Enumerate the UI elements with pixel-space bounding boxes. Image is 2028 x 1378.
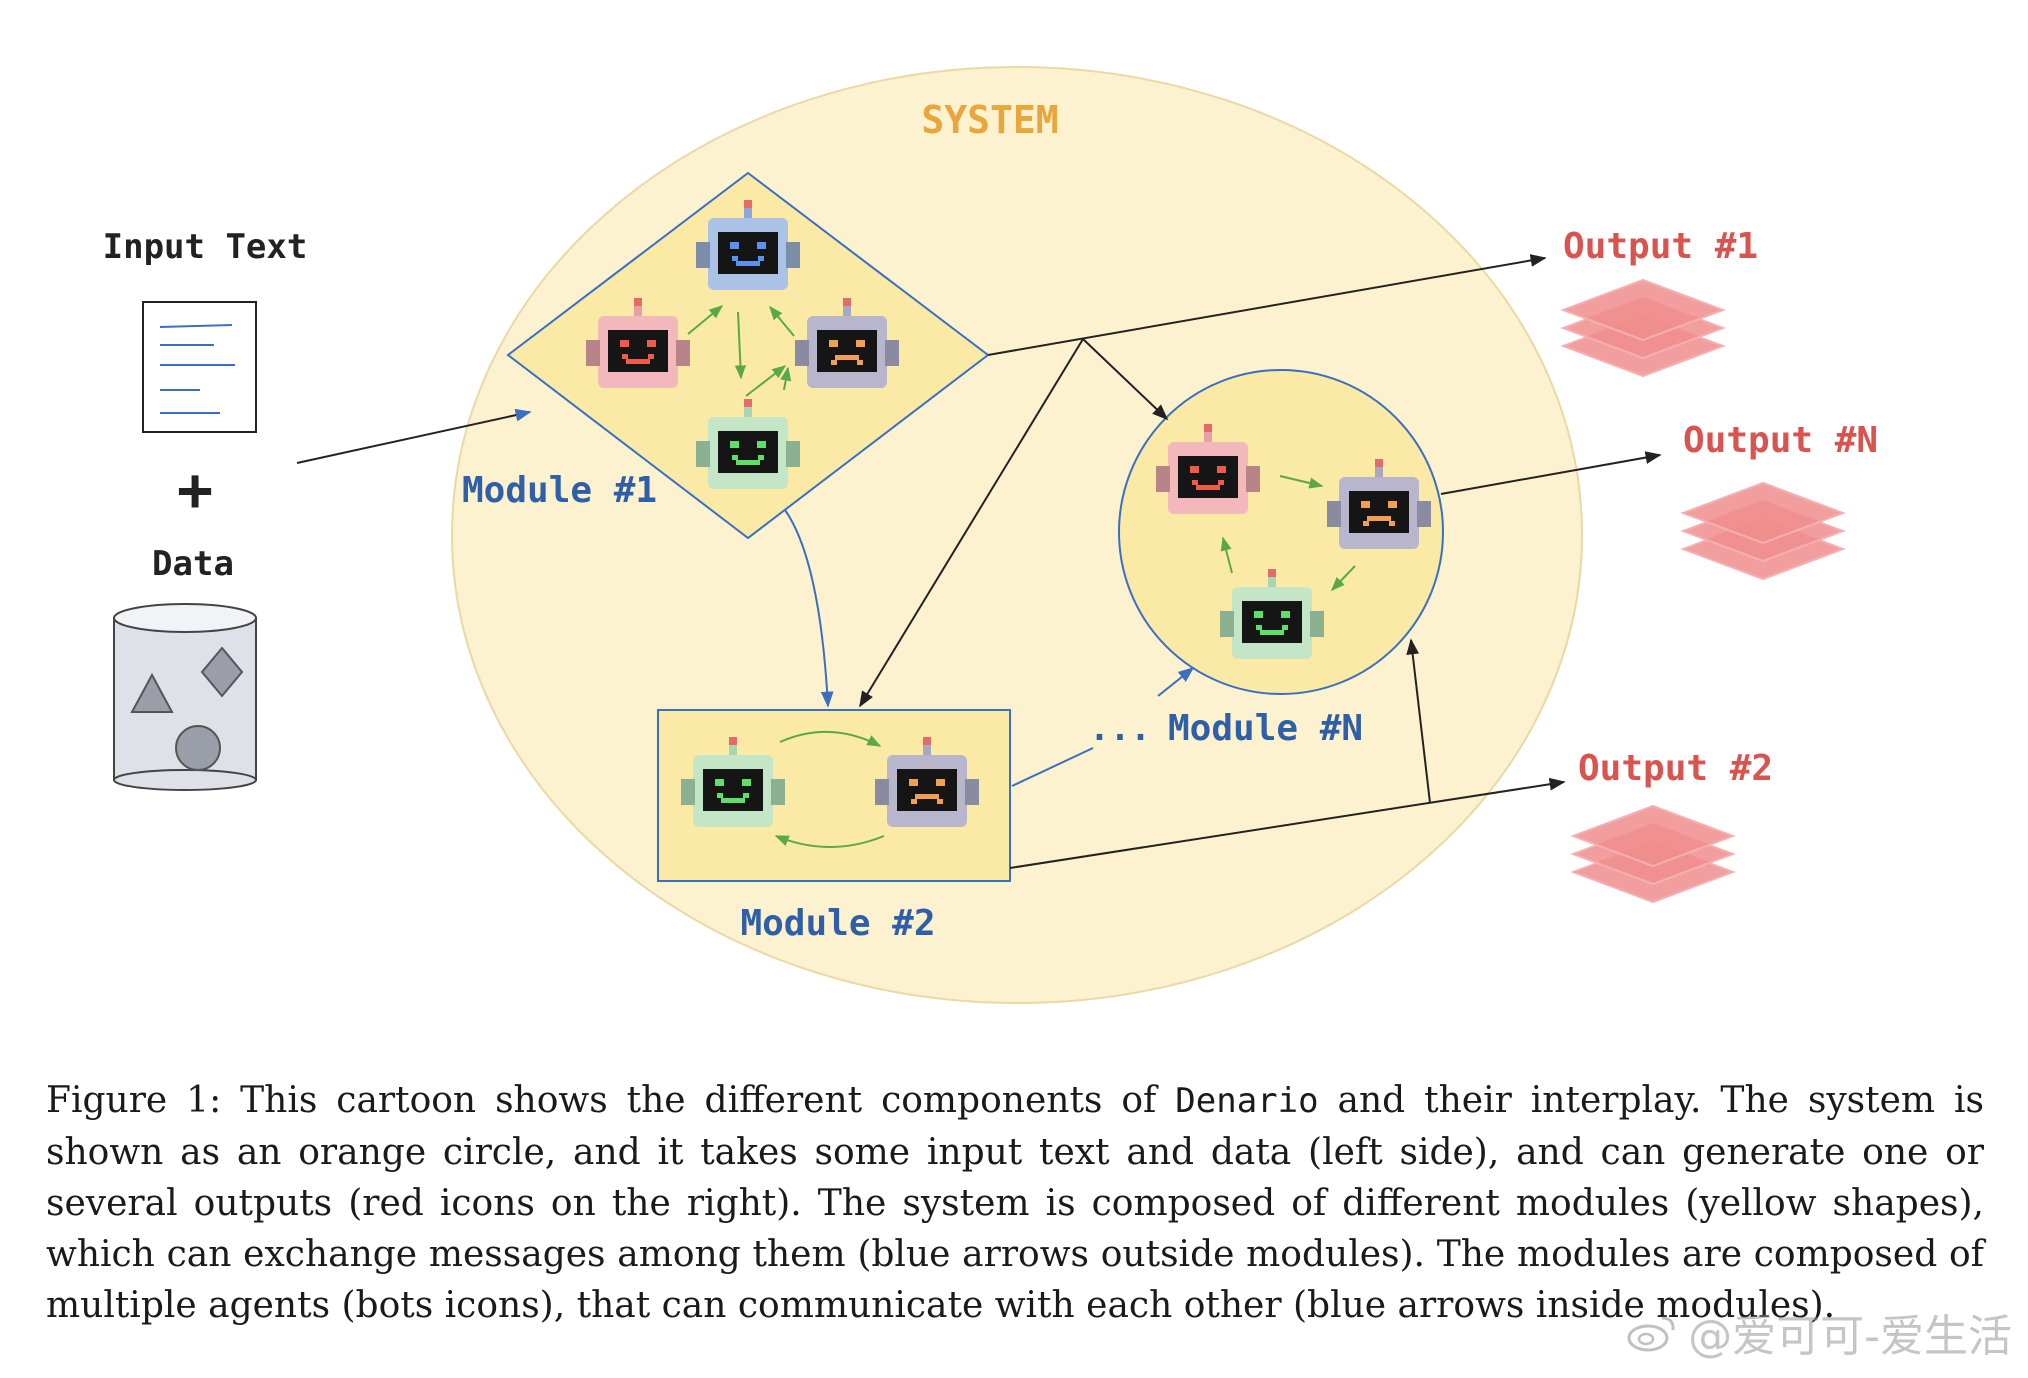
plus-sign: + [177,455,213,525]
document-icon [143,302,256,432]
weibo-icon [1626,1312,1678,1352]
database-icon [114,604,256,790]
watermark-text: @爱可可-爱生活 [1688,1300,2012,1364]
data-label: Data [152,544,234,584]
figure-caption: Figure 1: This cartoon shows the differe… [46,1075,1984,1331]
caption-software-name: Denario [1175,1081,1318,1121]
output-1-label: Output #1 [1563,226,1758,267]
module-n-label: Module #N [1168,708,1363,749]
diagram-figure: SYSTEM Input Text + Data Module #1 Modul… [0,0,2028,1040]
module-2-label: Module #2 [740,903,935,944]
module-1-label: Module #1 [462,470,657,511]
output-2-icon [1573,806,1733,902]
module-n-ellipsis: ... [1089,709,1150,749]
output-2-label: Output #2 [1578,748,1773,789]
system-title: SYSTEM [921,98,1058,142]
output-1-icon [1563,280,1723,376]
output-n-label: Output #N [1683,420,1878,461]
caption-part-1: Figure 1: This cartoon shows the differe… [46,1080,1175,1121]
input-text-label: Input Text [103,227,308,267]
watermark: @爱可可-爱生活 [1626,1300,2012,1364]
output-n-icon [1683,483,1843,579]
